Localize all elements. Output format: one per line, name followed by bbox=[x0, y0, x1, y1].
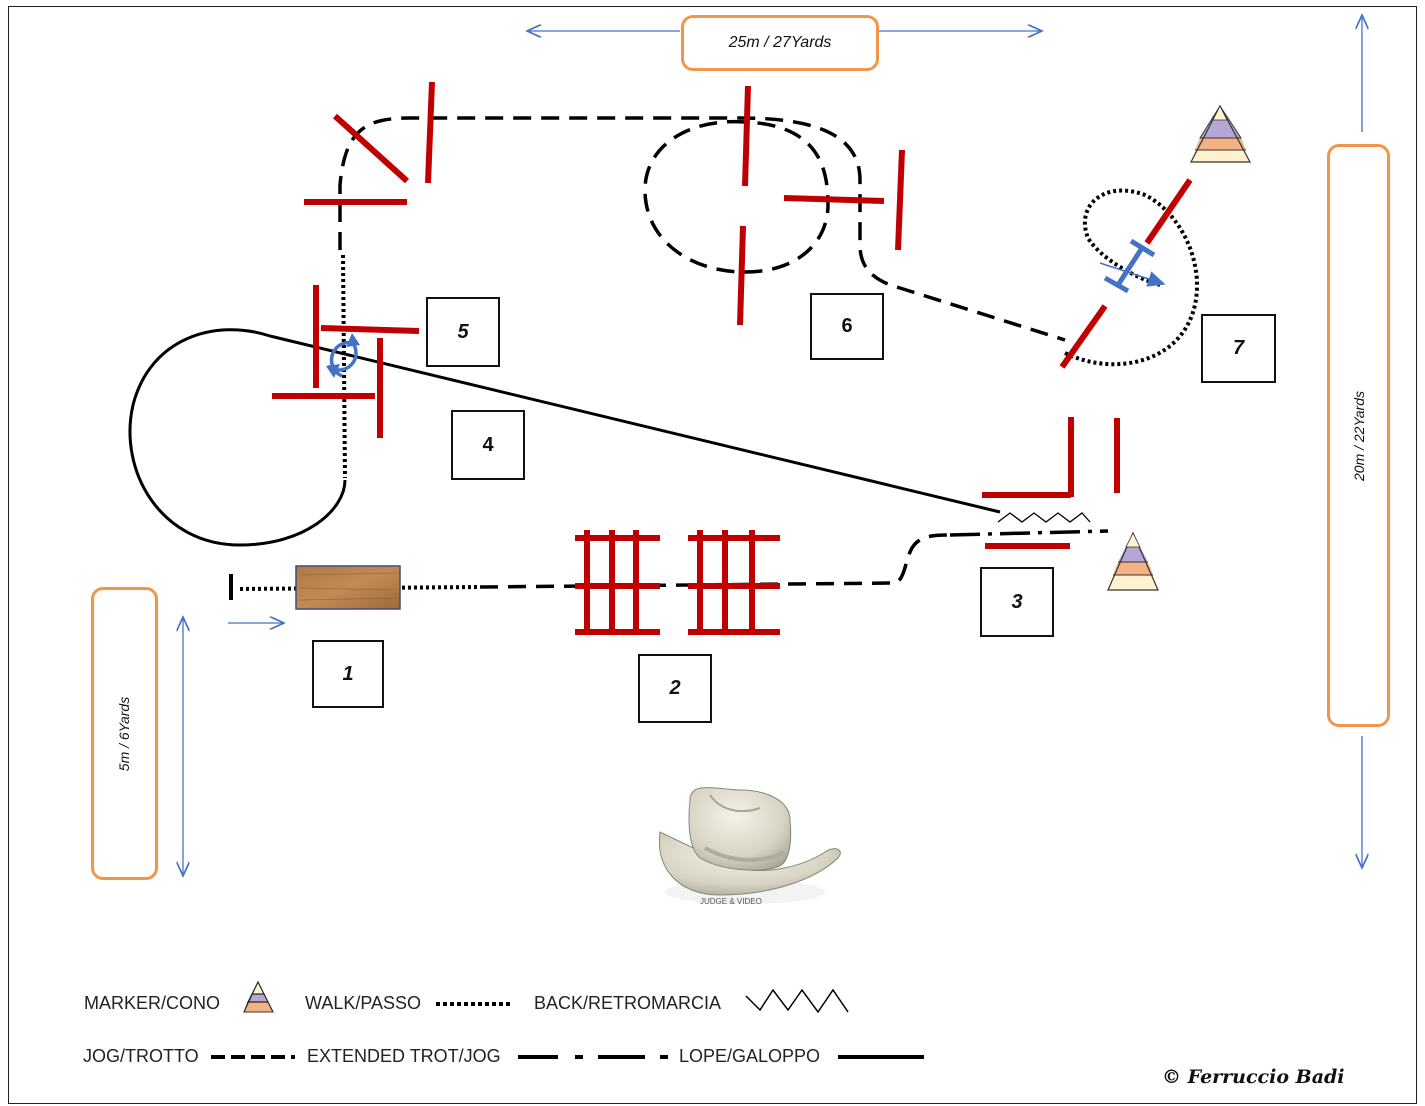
obstacle-6-number: 6 bbox=[841, 315, 853, 337]
obstacle-3-number: 3 bbox=[1011, 590, 1023, 613]
copyright: © Ferruccio Badi bbox=[1162, 1066, 1345, 1088]
spin-icon bbox=[326, 333, 360, 378]
legend-extended: EXTENDED TROT/JOG bbox=[307, 1046, 501, 1066]
back-zigzag bbox=[997, 512, 1091, 523]
dimension-arrows bbox=[183, 15, 1362, 876]
obstacle-3-box: 3 bbox=[980, 567, 1054, 637]
obstacle-7-box: 7 bbox=[1201, 314, 1276, 383]
left-dimension-box: 5m / 6Yards bbox=[91, 587, 158, 880]
obstacle-6-box: 6 bbox=[810, 293, 884, 360]
legend-lope: LOPE/GALOPPO bbox=[679, 1046, 821, 1066]
obstacle-4-box: 4 bbox=[451, 410, 525, 480]
top-dimension-box: 25m / 27Yards bbox=[681, 15, 879, 71]
obstacle-1-box: 1 bbox=[312, 640, 384, 708]
obstacle-5-box: 5 bbox=[426, 297, 500, 367]
hat-caption: JUDGE & VIDEO bbox=[700, 897, 762, 906]
obstacle-5-number: 5 bbox=[457, 320, 469, 343]
extended-trot-path bbox=[949, 529, 1109, 537]
obstacle-2-box: 2 bbox=[638, 654, 712, 723]
wood-grain bbox=[299, 572, 397, 601]
right-dimension-label: 20m / 22Yards bbox=[1350, 390, 1367, 481]
legend-marker: MARKER/CONO bbox=[84, 993, 221, 1013]
lope-path bbox=[128, 328, 1001, 547]
marker-cone-top bbox=[1190, 104, 1252, 163]
legend-walk: WALK/PASSO bbox=[305, 993, 422, 1013]
legend-samples bbox=[211, 980, 924, 1059]
left-dimension-label: 5m / 6Yards bbox=[116, 696, 133, 771]
wooden-bridge bbox=[295, 565, 401, 610]
obstacle-7-arrow bbox=[1099, 262, 1166, 287]
obstacle-4-number: 4 bbox=[482, 433, 494, 456]
obstacle-7-blue-bar bbox=[1103, 238, 1156, 294]
arena-frame bbox=[8, 6, 1417, 1104]
right-dimension-box: 20m / 22Yards bbox=[1327, 144, 1390, 727]
top-dimension-label: 25m / 27Yards bbox=[728, 34, 832, 51]
walk-path bbox=[239, 188, 1200, 591]
judge-hat bbox=[658, 787, 841, 904]
legend-back: BACK/RETROMARCIA bbox=[534, 993, 722, 1013]
obstacle-7-number: 7 bbox=[1232, 337, 1245, 359]
obstacle-1-number: 1 bbox=[342, 662, 354, 685]
marker-cone-3 bbox=[1107, 531, 1159, 591]
legend-jog: JOG/TROTTO bbox=[83, 1046, 199, 1066]
obstacle-2-number: 2 bbox=[669, 677, 681, 699]
obstacle-poles bbox=[272, 81, 1193, 635]
